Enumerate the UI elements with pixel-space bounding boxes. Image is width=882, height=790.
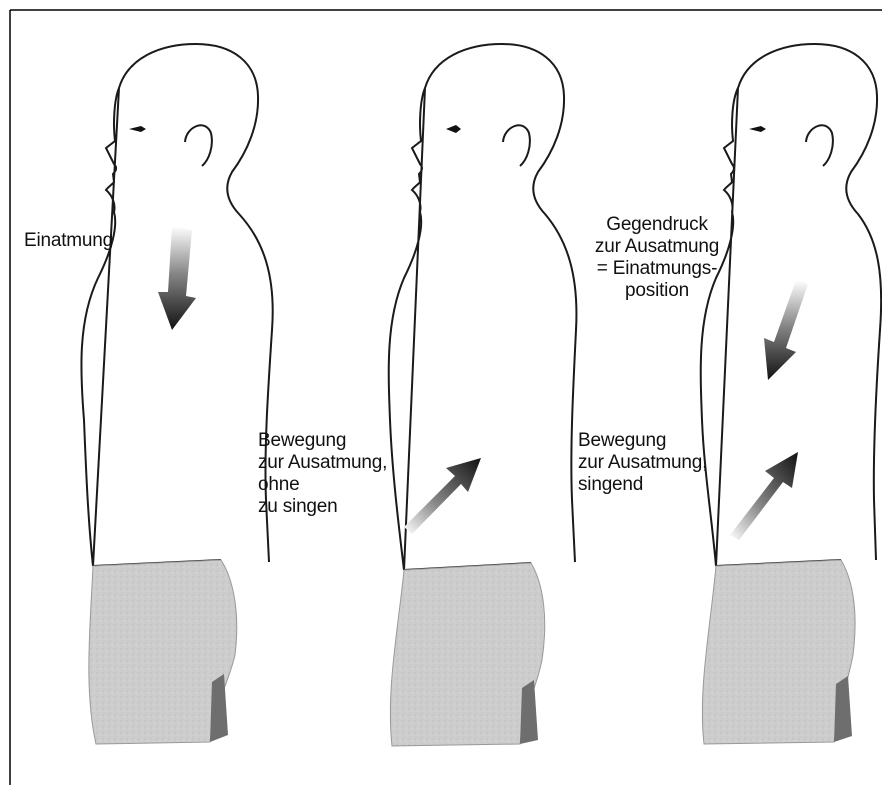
label-exhale-singing-line-3: singend	[578, 474, 707, 496]
figure-3-counter-pressure-arrow	[764, 280, 808, 380]
label-exhale-without-singing: Bewegung zur Ausatmung, ohne zu singen	[258, 430, 387, 518]
label-exhale-without-singing-line-2: zur Ausatmung,	[258, 452, 387, 474]
figure-3-ear	[806, 125, 833, 166]
label-counter-pressure-line-2: zur Ausatmung	[588, 236, 726, 258]
figure-3-pants	[702, 560, 855, 744]
label-inhalation-line-1: Einatmung	[24, 230, 113, 252]
label-exhale-without-singing-line-4: zu singen	[258, 496, 387, 518]
label-exhale-singing: Bewegung zur Ausatmung, singend	[578, 430, 707, 496]
figure-3-exhale-singing	[701, 44, 881, 744]
label-exhale-without-singing-line-1: Bewegung	[258, 430, 387, 452]
figure-2-body-outline	[389, 44, 577, 570]
label-counter-pressure-line-1: Gegendruck	[588, 214, 726, 236]
label-counter-pressure-line-4: position	[588, 280, 726, 302]
label-counter-pressure-line-3: = Einatmungs-	[588, 258, 726, 280]
label-exhale-singing-line-2: zur Ausatmung,	[578, 452, 707, 474]
figure-3-exhale-arrow	[730, 452, 798, 540]
label-inhalation: Einatmung	[24, 230, 113, 252]
label-exhale-without-singing-line-3: ohne	[258, 474, 387, 496]
figure-3-pants-shadow	[834, 676, 852, 742]
figure-1-inhale-arrow	[158, 226, 196, 330]
figure-3-eye	[749, 126, 766, 132]
figure-2-exhale-without-singing	[389, 44, 577, 746]
figure-2-exhale-arrow	[404, 458, 481, 534]
label-exhale-singing-line-1: Bewegung	[578, 430, 707, 452]
figure-2-eye	[446, 125, 461, 133]
figure-2-ear	[503, 125, 530, 166]
figure-1-inhalation	[81, 44, 272, 744]
figure-1-ear	[185, 125, 212, 166]
figure-2-pants-shadow	[520, 680, 538, 744]
label-counter-pressure: Gegendruck zur Ausatmung = Einatmungs- p…	[588, 214, 726, 302]
figure-1-eye	[129, 126, 146, 132]
